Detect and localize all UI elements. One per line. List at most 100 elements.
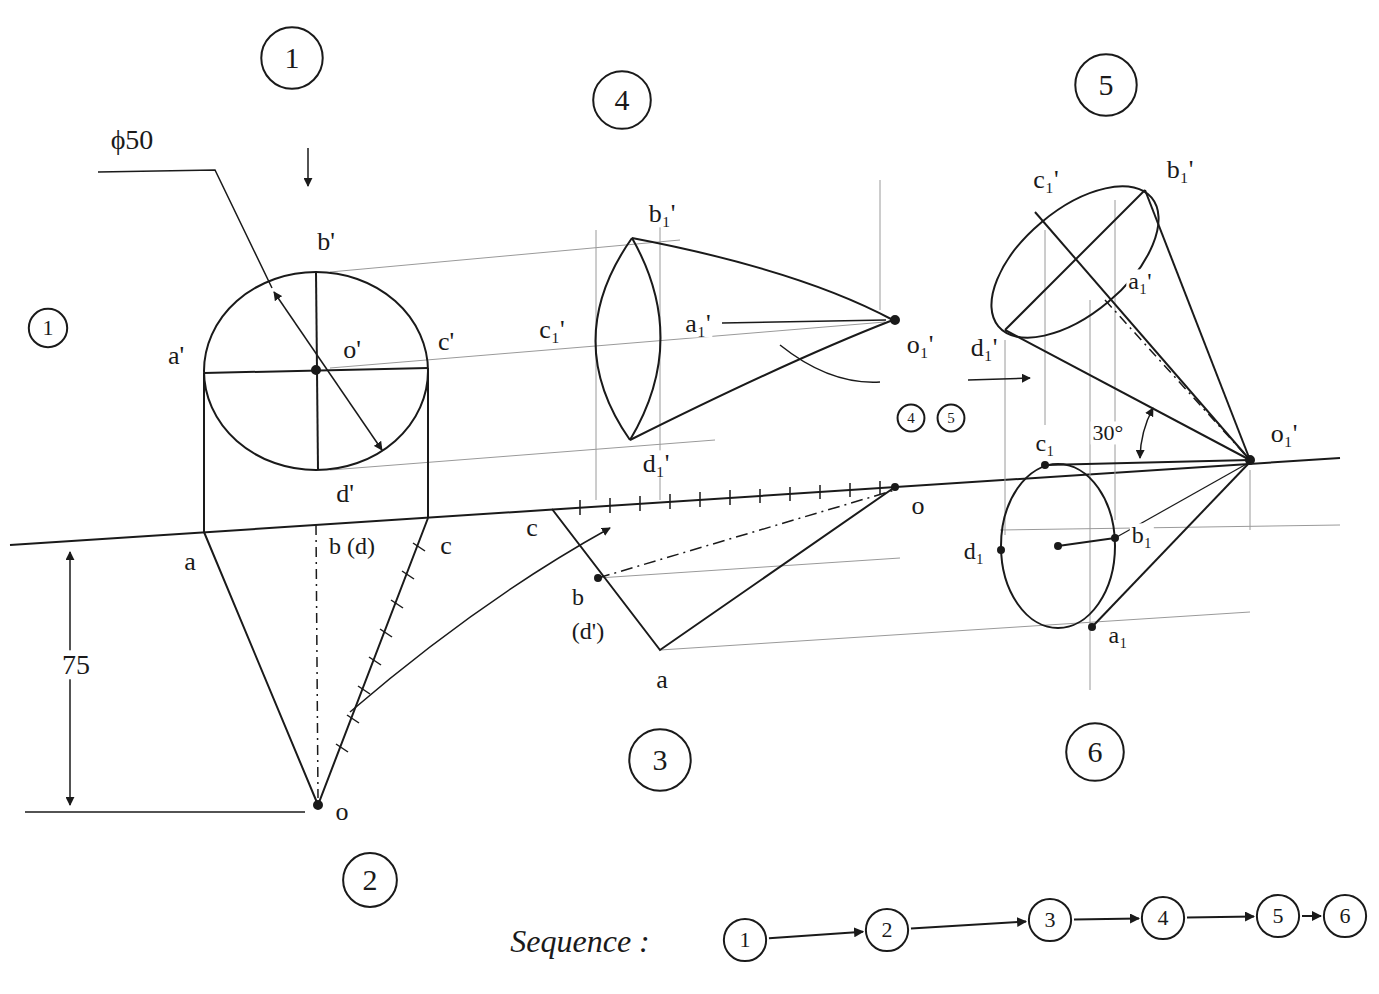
callout-number: 5 <box>1099 70 1114 100</box>
point-label: c <box>524 514 540 541</box>
point-label: c₁' <box>1031 166 1060 193</box>
hatch-marks <box>759 489 761 503</box>
dimension-75 <box>25 552 305 812</box>
diameter-leader <box>98 148 382 450</box>
hatch-marks <box>639 496 641 511</box>
view-6-cone <box>1058 538 1115 546</box>
projector-line <box>660 612 1250 650</box>
transfer-arrow <box>968 378 1030 380</box>
diameter-leader <box>98 170 272 288</box>
view-6-cone <box>1001 464 1115 628</box>
transfer-arrow <box>350 528 610 712</box>
hatch-marks <box>369 657 381 665</box>
callout-circle: 2 <box>342 852 398 908</box>
hatch-marks <box>347 715 359 723</box>
sequence-arrow <box>1187 916 1254 917</box>
view-5-cone <box>1105 300 1250 460</box>
view-4-cone <box>722 320 886 323</box>
view-4-cone <box>891 316 899 324</box>
view-2-triangle <box>316 525 318 798</box>
point-label: o' <box>341 336 363 363</box>
callout-number: 1 <box>43 317 54 339</box>
transfer-arrow <box>350 345 1030 712</box>
view-1-circle <box>204 272 428 470</box>
point-label: d₁' <box>969 334 1000 361</box>
view-2-triangle <box>204 368 428 809</box>
hatch-marks <box>336 744 348 752</box>
callout-circle: 1 <box>28 308 68 348</box>
view-2-triangle <box>427 368 429 518</box>
hatch-marks <box>879 481 881 495</box>
callout-number: 2 <box>882 919 893 941</box>
transfer-arrow <box>780 345 880 382</box>
view-6-cone <box>998 547 1004 553</box>
view-3-triangle <box>595 575 601 581</box>
view-6-cone <box>1089 624 1095 630</box>
projector-line <box>1115 200 1116 520</box>
hatch-marks <box>729 490 731 505</box>
projector-line <box>1000 525 1340 530</box>
view-6-cone <box>998 460 1250 630</box>
circle-outline <box>29 309 67 347</box>
point-label: c <box>438 532 454 559</box>
point-label: b₁ <box>1130 523 1154 548</box>
hatch-marks <box>358 686 370 694</box>
view-5-cone <box>1005 190 1145 330</box>
point-label: b₁' <box>647 200 678 227</box>
point-label: ϕ50 <box>109 125 156 154</box>
view-3-triangle <box>552 487 895 650</box>
callout-number: 3 <box>653 745 668 775</box>
dimension-75 <box>25 811 305 813</box>
circle-outline <box>938 405 965 432</box>
hatch-marks <box>402 571 414 579</box>
circle-outline <box>866 909 908 951</box>
circle-outline <box>593 71 651 129</box>
view-4-cone <box>595 238 632 440</box>
circle-outline <box>1029 899 1071 941</box>
sequence-arrow <box>769 932 863 939</box>
circle-outline <box>1066 723 1124 781</box>
callout-number: 3 <box>1045 909 1056 931</box>
callout-number: 4 <box>615 85 630 115</box>
view-5-cone <box>965 158 1185 366</box>
circle-outline <box>629 729 690 790</box>
callout-circle: 4 <box>592 70 652 130</box>
hatch-marks <box>609 498 611 513</box>
projector-line <box>1005 340 1006 535</box>
view-4-cone <box>630 238 661 440</box>
callout-circle: 4 <box>897 404 925 432</box>
hatch-marks <box>336 481 880 752</box>
point-label: c₁ <box>1033 431 1056 456</box>
view-6-cone <box>1042 462 1048 468</box>
hatch-marks <box>849 483 851 497</box>
callout-circle: 1 <box>260 26 324 90</box>
view-6-cone <box>1055 543 1061 549</box>
diameter-leader <box>274 292 382 450</box>
view-4-cone <box>595 238 899 440</box>
point-label: a₁' <box>1126 269 1153 294</box>
point-label: b (d) <box>327 534 377 559</box>
sequence-caption: Sequence : <box>508 925 651 959</box>
diameter-leader <box>307 148 309 186</box>
view-1-circle <box>312 366 320 374</box>
point-label: a₁' <box>683 310 712 337</box>
callout-number: 6 <box>1088 737 1103 767</box>
projector-line <box>1250 470 1251 530</box>
view-3-triangle <box>598 490 895 578</box>
callout-number: 1 <box>285 43 300 73</box>
view-4-cone <box>630 320 893 440</box>
point-label: o <box>334 798 351 825</box>
hatch-marks <box>699 492 701 507</box>
hatch-marks <box>380 629 392 637</box>
projector-line <box>1045 230 1046 425</box>
point-label: b₁' <box>1165 156 1196 183</box>
point-label: d' <box>334 480 356 507</box>
callout-circle: 2 <box>865 908 909 952</box>
hatch-marks <box>579 500 581 515</box>
point-label: a' <box>166 342 186 369</box>
callout-number: 5 <box>1273 905 1284 927</box>
view-5-cone <box>1005 330 1250 460</box>
point-label: b' <box>315 228 337 255</box>
